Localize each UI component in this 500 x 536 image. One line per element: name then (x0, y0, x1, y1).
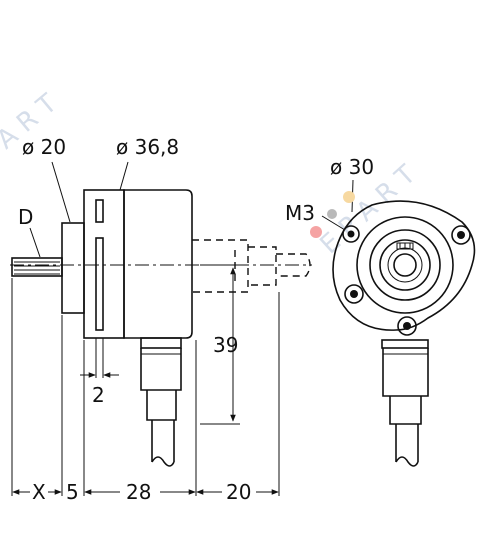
label-dim-20: 20 (226, 480, 251, 504)
front-view (310, 179, 476, 467)
label-dim-39: 39 (213, 333, 238, 357)
pilot-flange (61, 222, 85, 314)
rear-cable-option (192, 239, 311, 293)
cable-gland (140, 337, 182, 467)
shaft (11, 257, 63, 277)
mounting-flange (332, 200, 476, 331)
label-dia-30: ø 30 (330, 155, 374, 179)
label-dim-x: X (32, 480, 46, 504)
side-view (10, 161, 312, 496)
front-cable-gland (381, 339, 429, 467)
mounting-holes (342, 225, 471, 336)
front-body (83, 189, 125, 339)
marker-dot-yellow (343, 191, 355, 203)
main-housing (123, 189, 193, 339)
marker-dot-gray (327, 209, 337, 219)
label-dim-5: 5 (66, 480, 79, 504)
label-m3: M3 (285, 201, 315, 225)
label-d: D (18, 205, 33, 229)
marker-dot-red (310, 226, 322, 238)
label-dim-2: 2 (92, 383, 105, 407)
label-dia-20: ø 20 (22, 135, 66, 159)
label-dia-36-8: ø 36,8 (116, 135, 179, 159)
label-dim-28: 28 (126, 480, 151, 504)
